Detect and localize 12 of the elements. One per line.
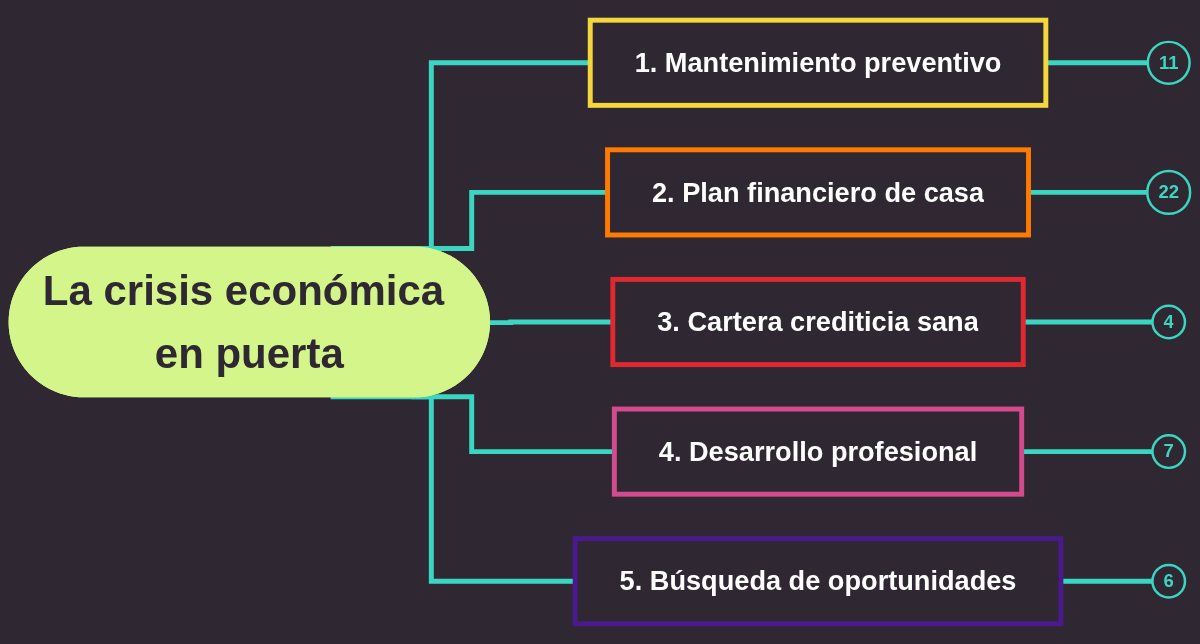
node-circle: 4 [1151, 304, 1187, 340]
node-box: 3. Cartera crediticia sana [610, 276, 1026, 368]
node-circle: 11 [1146, 40, 1191, 85]
node-box: 2. Plan financiero de casa [605, 147, 1031, 238]
connector [489, 319, 613, 326]
connector [1023, 319, 1153, 325]
node-circle: 6 [1151, 563, 1187, 599]
node-circle: 7 [1151, 434, 1187, 470]
node-box: 1. Mantenimiento preventivo [587, 17, 1049, 108]
node-circle: 22 [1146, 169, 1192, 216]
node-box: 4. Desarrollo profesional [611, 406, 1025, 497]
node-box: 5. Búsqueda de oportunidades [572, 536, 1064, 627]
